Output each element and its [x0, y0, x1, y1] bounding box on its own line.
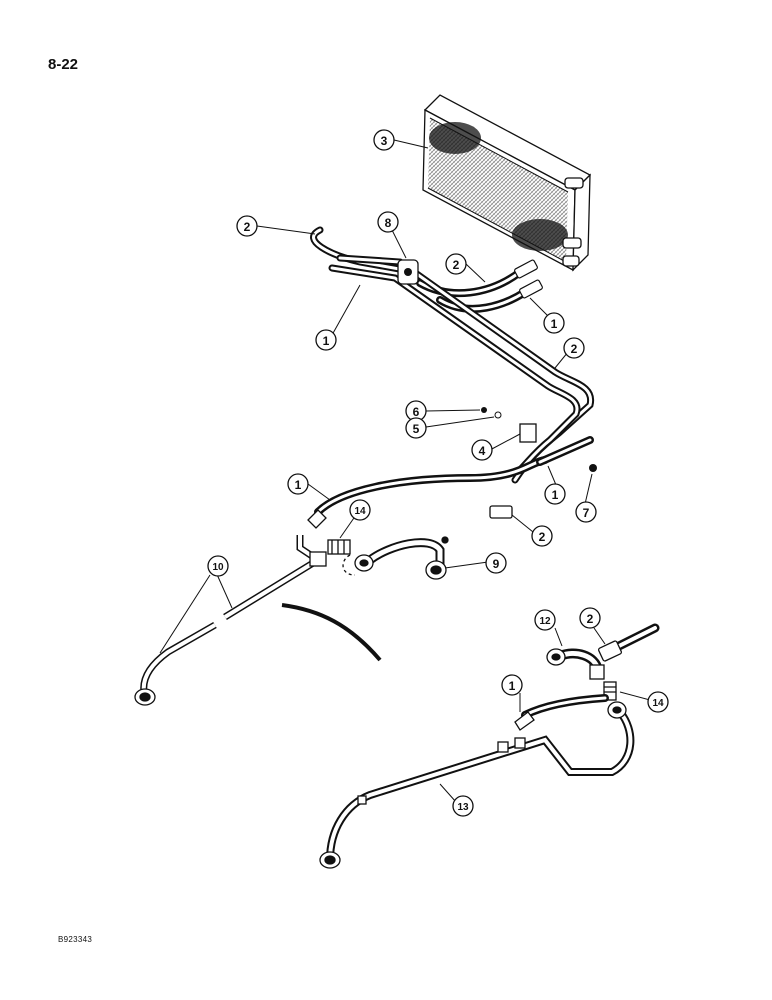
- callout-3: 3: [373, 129, 395, 151]
- svg-text:13: 13: [457, 802, 469, 813]
- svg-text:3: 3: [381, 134, 388, 148]
- callout-4: 4: [471, 439, 493, 461]
- svg-text:2: 2: [244, 220, 251, 234]
- callout-6: 6: [405, 400, 427, 422]
- svg-text:9: 9: [493, 557, 500, 571]
- callout-9: 9: [485, 552, 507, 574]
- callout-1a: 1: [543, 312, 565, 334]
- lower-assembly: [319, 623, 660, 869]
- svg-text:1: 1: [552, 488, 559, 502]
- callout-7: 7: [575, 501, 597, 523]
- svg-text:10: 10: [212, 562, 224, 573]
- oil-cooler: [422, 94, 592, 272]
- callout-10: 10: [207, 555, 229, 577]
- callout-2c: 2: [563, 337, 585, 359]
- callout-14b: 14: [647, 691, 669, 713]
- svg-text:4: 4: [479, 444, 486, 458]
- callouts: 3 2 8 2 1 1 2 6 5 4 1 1 7 14 2 9 10 12 2…: [207, 129, 669, 817]
- callout-1d: 1: [544, 483, 566, 505]
- svg-text:2: 2: [571, 342, 578, 356]
- svg-text:2: 2: [539, 530, 546, 544]
- callout-2d: 2: [531, 525, 553, 547]
- svg-text:6: 6: [413, 405, 420, 419]
- upper-hoses: [307, 226, 597, 529]
- callout-8: 8: [377, 211, 399, 233]
- callout-1b: 1: [315, 329, 337, 351]
- svg-text:8: 8: [385, 216, 392, 230]
- middle-fittings: [134, 535, 449, 706]
- callout-12: 12: [534, 609, 556, 631]
- callout-1e: 1: [501, 674, 523, 696]
- svg-text:5: 5: [413, 422, 420, 436]
- svg-text:2: 2: [453, 258, 460, 272]
- callout-2a: 2: [236, 215, 258, 237]
- leader-lines: [159, 139, 651, 803]
- svg-text:14: 14: [652, 698, 664, 709]
- callout-5: 5: [405, 417, 427, 439]
- svg-text:1: 1: [551, 317, 558, 331]
- callout-14a: 14: [349, 499, 371, 521]
- svg-text:12: 12: [539, 616, 551, 627]
- svg-text:14: 14: [354, 506, 366, 517]
- svg-text:7: 7: [583, 506, 590, 520]
- callout-1c: 1: [287, 473, 309, 495]
- svg-text:1: 1: [295, 478, 302, 492]
- page-number: 8-22: [48, 56, 79, 73]
- callout-2b: 2: [445, 253, 467, 275]
- figure-code: B923343: [58, 935, 93, 944]
- callout-13: 13: [452, 795, 474, 817]
- svg-text:1: 1: [509, 679, 516, 693]
- callout-2e: 2: [579, 607, 601, 629]
- svg-text:1: 1: [323, 334, 330, 348]
- svg-text:2: 2: [587, 612, 594, 626]
